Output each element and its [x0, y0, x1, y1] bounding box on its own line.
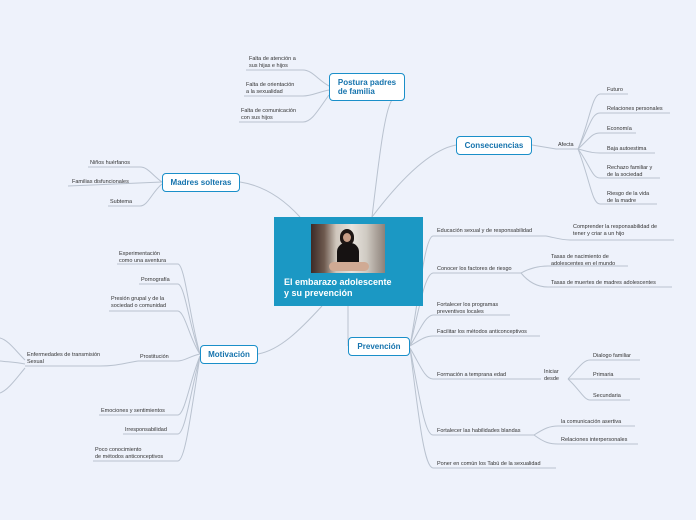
central-topic[interactable]: El embarazo adolescente y su prevención [274, 217, 423, 306]
branch-motivacion[interactable]: Motivación [200, 345, 258, 364]
leaf-relaciones-interpersonales[interactable]: Relaciones interpersonales [561, 437, 628, 443]
branch-consecuencias[interactable]: Consecuencias [456, 136, 532, 155]
leaf-primaria[interactable]: Primaria [593, 372, 614, 378]
leaf-motivacion-4[interactable]: Prostitución [140, 354, 169, 360]
central-title-line-1: El embarazo adolescente [284, 277, 392, 287]
central-title-line-2: y su prevención [284, 288, 353, 298]
leaf-consecuencia-2[interactable]: Relaciones personales [607, 106, 663, 112]
branch-motivacion-label: Motivación [208, 350, 250, 359]
branch-postura-line-2: de familia [337, 87, 375, 96]
leaf-habilidades-blandas[interactable]: Fortalecer las habilidades blandas [437, 428, 521, 434]
leaf-formacion-temprana[interactable]: Formación a temprana edad [437, 372, 507, 378]
leaf-facilitar-metodos[interactable]: Facilitar los métodos anticonceptivos [437, 329, 527, 335]
leaf-consecuencia-1[interactable]: Futuro [607, 87, 623, 93]
leaf-comunicacion-asertiva[interactable]: la comunicación asertiva [561, 419, 622, 425]
pregnant-teen-photo [311, 224, 385, 273]
branch-prevencion-label: Prevención [357, 342, 401, 351]
leaf-madres-3[interactable]: Subtema [110, 199, 133, 205]
leaf-consecuencia-3[interactable]: Economía [607, 126, 632, 132]
branch-consecuencias-label: Consecuencias [464, 141, 524, 150]
leaf-afecta[interactable]: Afecta [558, 142, 574, 148]
branch-postura-padres[interactable]: Postura padres de familia [329, 73, 405, 101]
leaf-educacion-sexual[interactable]: Educación sexual y de responsabilidad [437, 228, 533, 234]
leaf-dialogo-familiar[interactable]: Dialogo familiar [593, 353, 631, 359]
leaf-madres-1[interactable]: Niños huérfanos [90, 160, 131, 166]
leaf-motivacion-6[interactable]: Irresponsabilidad [125, 427, 167, 433]
branch-prevencion[interactable]: Prevención [348, 337, 410, 356]
leaf-motivacion-2[interactable]: Pornografía [141, 277, 170, 283]
branch-madres-label: Madres solteras [170, 178, 232, 187]
leaf-madres-2[interactable]: Familias disfuncionales [72, 179, 129, 185]
leaf-tabu-sexualidad[interactable]: Poner en común los Tabú de la sexualidad [437, 461, 541, 467]
leaf-factores-riesgo[interactable]: Conocer los factores de riesgo [437, 266, 512, 272]
central-topic-title: El embarazo adolescente y su prevención [284, 277, 392, 299]
leaf-consecuencia-4[interactable]: Baja autoestima [607, 146, 647, 152]
leaf-secundaria[interactable]: Secundaria [593, 393, 621, 399]
leaf-tasas-muertes[interactable]: Tasas de muertes de madres adolescentes [551, 280, 656, 286]
leaf-motivacion-5[interactable]: Emociones y sentimientos [101, 408, 165, 414]
branch-postura-line-1: Postura padres [337, 78, 397, 87]
branch-madres-solteras[interactable]: Madres solteras [162, 173, 240, 192]
